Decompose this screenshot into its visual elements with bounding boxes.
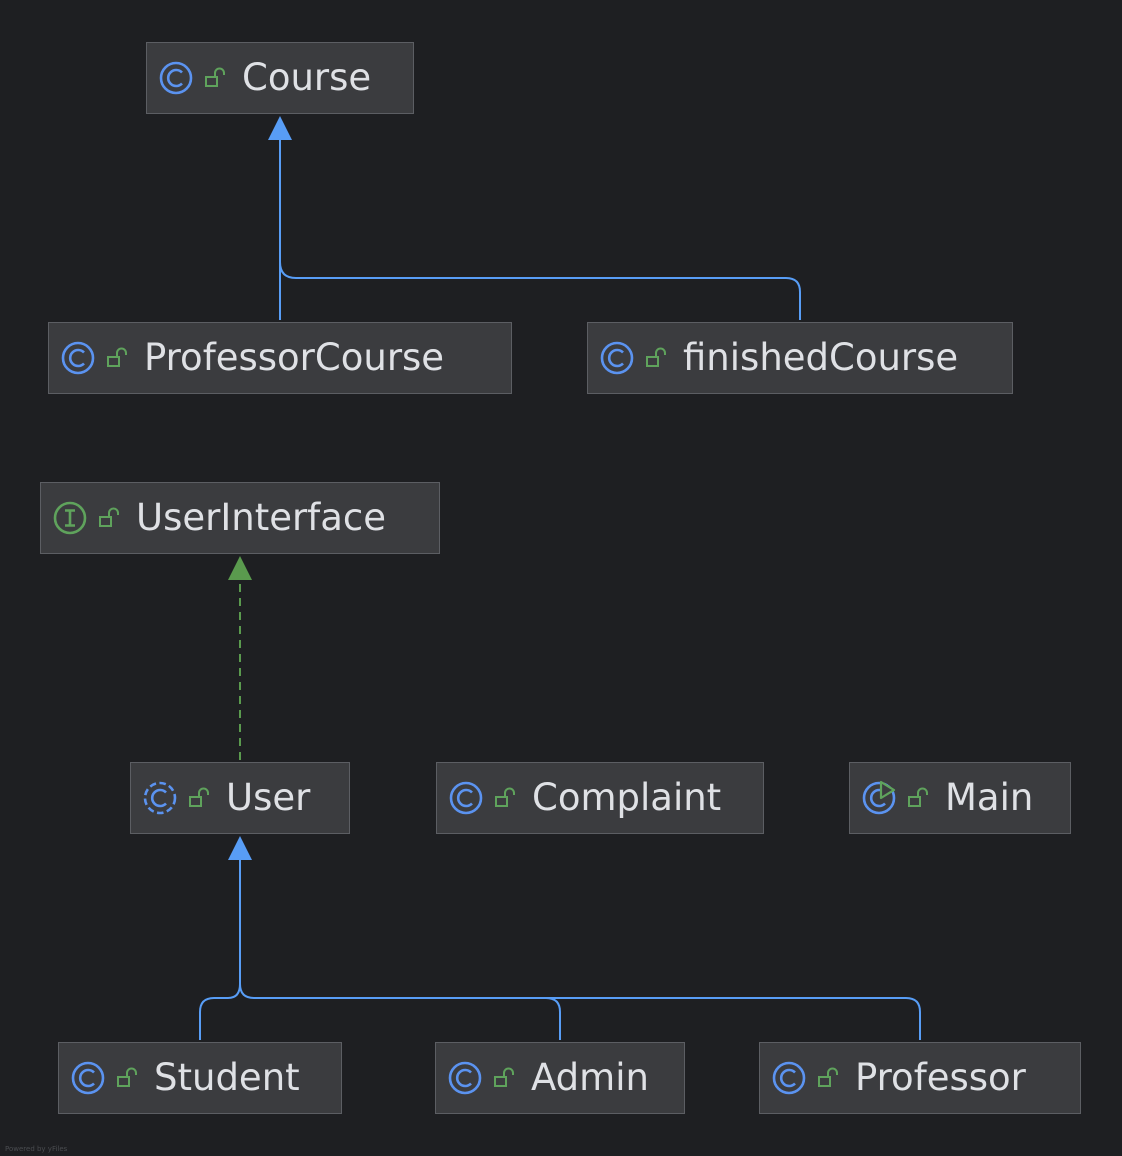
class-node-professorcourse[interactable]: ProfessorCourse <box>48 322 512 394</box>
node-label: Complaint <box>532 776 722 819</box>
node-label: finishedCourse <box>683 336 959 379</box>
class-node-finishedcourse[interactable]: finishedCourse <box>587 322 1013 394</box>
abstract-class-icon <box>143 781 177 815</box>
node-label: UserInterface <box>136 496 386 539</box>
class-node-course[interactable]: Course <box>146 42 414 114</box>
public-lock-icon <box>117 1067 137 1087</box>
node-label: Student <box>154 1056 300 1099</box>
class-icon <box>61 341 95 375</box>
node-label: Admin <box>531 1056 649 1099</box>
public-lock-icon <box>189 787 209 807</box>
edge-professor-to-user <box>546 997 921 1040</box>
public-lock-icon <box>99 507 119 527</box>
node-label: ProfessorCourse <box>144 336 445 379</box>
edge-student-to-user <box>199 858 241 1040</box>
implementation-arrowhead-userinterface <box>228 556 252 580</box>
public-lock-icon <box>495 787 515 807</box>
interface-icon <box>53 501 87 535</box>
public-lock-icon <box>107 347 127 367</box>
class-node-admin[interactable]: Admin <box>435 1042 685 1114</box>
edge-finishedcourse-to-course <box>279 261 801 320</box>
class-node-complaint[interactable]: Complaint <box>436 762 764 834</box>
class-icon <box>448 1061 482 1095</box>
public-lock-icon <box>494 1067 514 1087</box>
class-icon <box>159 61 193 95</box>
powered-by-footer: Powered by yFiles <box>5 1145 68 1153</box>
class-node-user[interactable]: User <box>130 762 350 834</box>
node-label: Course <box>242 56 372 99</box>
node-label: Main <box>945 776 1034 819</box>
class-icon <box>772 1061 806 1095</box>
class-node-professor[interactable]: Professor <box>759 1042 1081 1114</box>
node-label: Professor <box>855 1056 1026 1099</box>
class-node-student[interactable]: Student <box>58 1042 342 1114</box>
public-lock-icon <box>646 347 666 367</box>
class-node-main[interactable]: Main <box>849 762 1071 834</box>
inheritance-arrowhead-course <box>268 116 292 140</box>
inheritance-arrowhead-user <box>228 836 252 860</box>
edge-admin-to-user <box>239 983 561 1040</box>
runnable-class-icon <box>862 780 896 815</box>
class-icon <box>600 341 634 375</box>
class-icon <box>449 781 483 815</box>
interface-node-userinterface[interactable]: UserInterface <box>40 482 440 554</box>
public-lock-icon <box>818 1067 838 1087</box>
class-icon <box>71 1061 105 1095</box>
public-lock-icon <box>908 787 928 807</box>
public-lock-icon <box>205 67 225 87</box>
node-label: User <box>226 776 311 819</box>
